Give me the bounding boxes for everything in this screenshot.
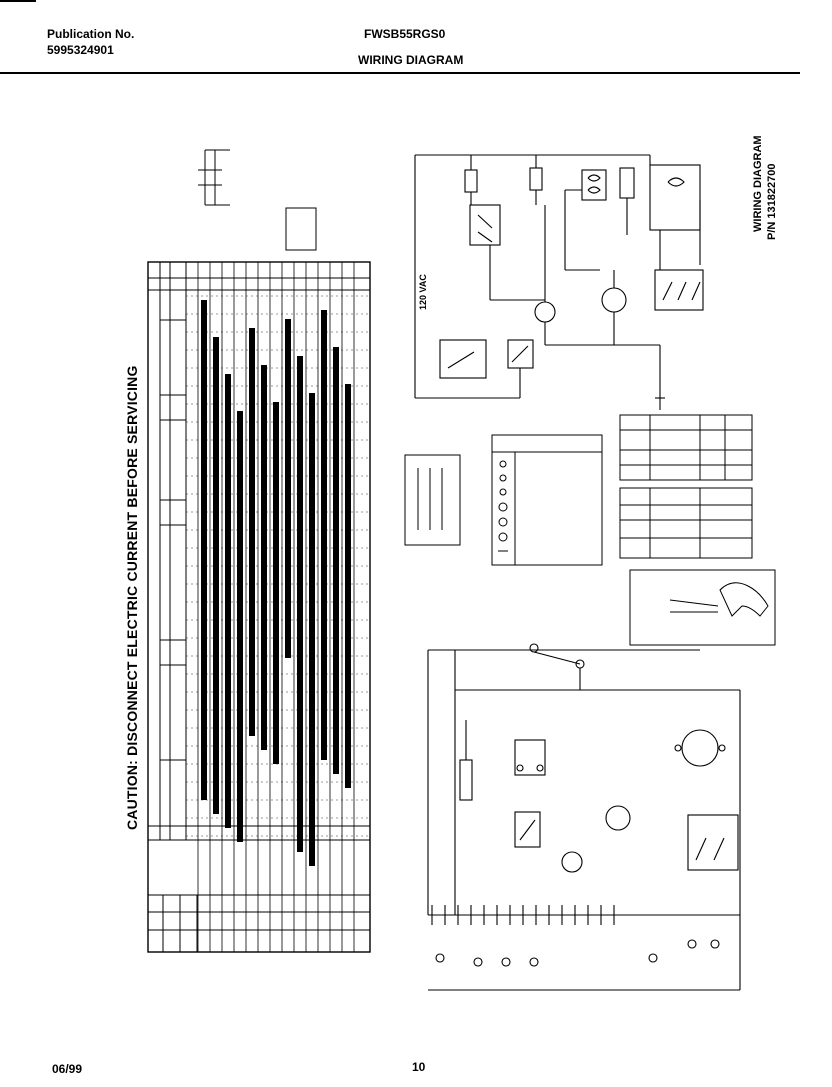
top-schematic	[414, 154, 704, 410]
lower-schematic	[427, 643, 741, 991]
model-number: FWSB55RGS0	[364, 27, 446, 41]
switch-circuit-tables	[619, 414, 753, 559]
section-title: WIRING DIAGRAM	[358, 53, 464, 67]
timer-chart	[147, 261, 371, 953]
header-rule	[0, 72, 800, 74]
top-rule	[0, 0, 36, 2]
diagram-title: WIRING DIAGRAM	[752, 135, 764, 232]
connector-block	[404, 454, 461, 546]
publication-label: Publication No.	[47, 27, 135, 41]
motor-detail	[629, 569, 776, 646]
wiring-codes-box	[491, 434, 603, 566]
footer-date: 06/99	[52, 1062, 83, 1076]
diagram-voltage: 120 VAC	[418, 274, 428, 310]
publication-number: 5995324901	[47, 43, 114, 57]
page-number: 10	[412, 1060, 426, 1074]
diagram-part-number: P/N 131822700	[766, 163, 778, 240]
internal-spray-detail	[198, 149, 317, 251]
